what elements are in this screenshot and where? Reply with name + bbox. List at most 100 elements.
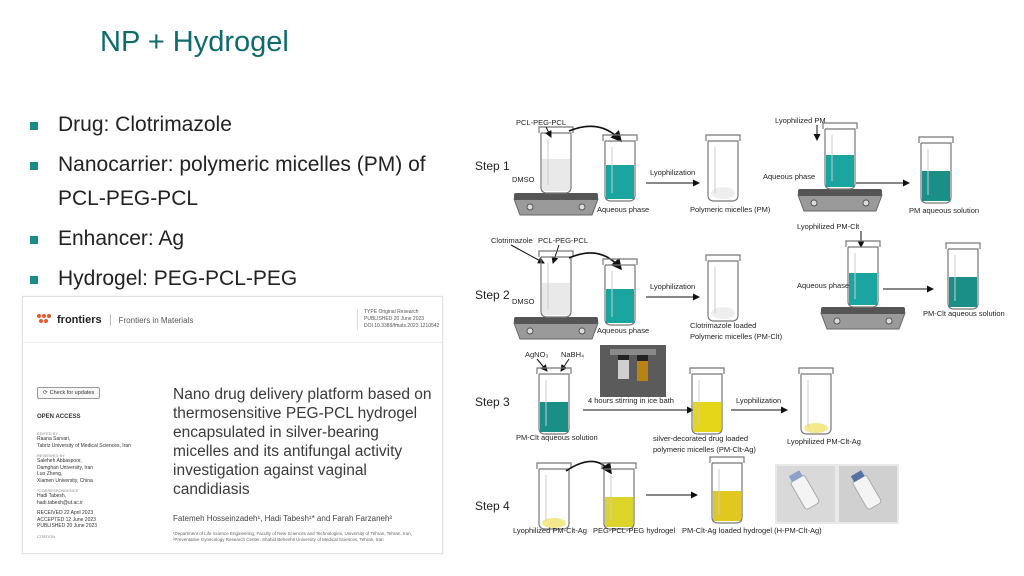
step-4-label: Step 4 <box>475 499 510 513</box>
sidebar-value: Saleheh Abbaspoor, <box>37 458 82 464</box>
check-updates-label: Check for updates <box>49 390 95 396</box>
step-1-stirrer-beaker <box>513 126 599 216</box>
label-pm-clt-aqueous: PM-Clt aqueous solution <box>923 309 1005 318</box>
label-stirring: 4 hours stirring in ice bath <box>588 396 674 405</box>
label-dmso: DMSO <box>512 175 535 184</box>
meta-doi: DOI 10.3389/fmats.2023.1210542 <box>364 323 440 329</box>
label-dmso-2: DMSO <box>512 297 535 306</box>
bullet-marker <box>30 122 38 130</box>
bullet-text: Nanocarrier: polymeric micelles (PM) of … <box>58 153 426 210</box>
step-3-lyophilized-vial <box>798 367 834 435</box>
step-1-pm-vial <box>705 134 741 202</box>
label-lyophilized-pm-clt-ag: Lyophilized PM-Clt-Ag <box>787 437 861 446</box>
sidebar-value: Damghan University, Iran <box>37 464 94 471</box>
bullet-hydrogel: Hydrogel: PEG-PCL-PEG <box>28 262 458 296</box>
step-3-pm-clt-beaker <box>536 367 572 435</box>
label-silver-2: polymeric micelles (PM-Clt-Ag) <box>653 445 756 454</box>
bullet-text: Drug: Clotrimazole <box>58 113 232 136</box>
frontiers-logo-icon <box>37 314 51 326</box>
sidebar-value: ACCEPTED 12 June 2023 <box>37 516 96 523</box>
bullet-text: Enhancer: Ag <box>58 227 185 250</box>
step-4-photos <box>775 464 899 524</box>
label-clt-loaded-2: Polymeric micelles (PM-Clt) <box>690 332 783 341</box>
bullet-drug: Drug: Clotrimazole <box>28 108 458 142</box>
sidebar-label: *CORRESPONDENCE <box>37 488 79 493</box>
open-access-label: OPEN ACCESS <box>37 414 81 420</box>
label-aqueous-phase-2: Aqueous phase <box>763 172 815 181</box>
paper-sidebar: EDITED BY Raana Sarvari, Tabriz Universi… <box>37 427 162 539</box>
slide-title: NP + Hydrogel <box>100 26 289 58</box>
bullet-nanocarrier: Nanocarrier: polymeric micelles (PM) of … <box>28 148 458 216</box>
label-agno3: AgNO₃ <box>525 350 548 359</box>
divider <box>109 314 111 326</box>
sidebar-value: PUBLISHED 20 June 2023 <box>37 523 98 529</box>
step-4-hydrogel-beaker <box>601 462 637 530</box>
label-nabh4: NaBH₄ <box>561 350 584 359</box>
label-silver-1: silver-decorated drug loaded <box>653 434 748 443</box>
label-aqueous-phase: Aqueous phase <box>597 205 649 214</box>
sidebar-value: Xiamen University, China <box>37 477 93 484</box>
step-3-photo <box>600 345 666 397</box>
bullet-marker <box>30 236 38 244</box>
step-2-label: Step 2 <box>475 288 510 302</box>
sidebar-value: Hadi Tabesh, <box>37 493 67 499</box>
sidebar-label: EDITED BY <box>37 431 59 436</box>
label-loaded-hydrogel: PM-Clt-Ag loaded hydrogel (H-PM-Clt-Ag) <box>682 526 822 535</box>
sidebar-value: Tabriz University of Medical Sciences, I… <box>37 442 131 449</box>
meta-type: TYPE Original Research <box>364 309 419 315</box>
sidebar-value: RECEIVED 22 April 2023 <box>37 510 94 516</box>
bullet-list: Drug: Clotrimazole Nanocarrier: polymeri… <box>28 108 458 302</box>
step-2-pm-clt-solution-beaker <box>945 242 981 310</box>
article-meta: TYPE Original Research PUBLISHED 20 June… <box>357 309 441 330</box>
label-pcl-peg-pcl-2: PCL-PEG-PCL <box>538 236 588 245</box>
brand-name: frontiers <box>57 314 102 326</box>
synthesis-scheme: Step 1 Step 2 Step 3 Step 4 PCL-PEG-PCL … <box>471 113 1012 541</box>
sidebar-value[interactable]: hadi.tabesh@ut.ac.ir <box>37 499 83 506</box>
sidebar-value: Raana Sarvari, <box>37 436 71 442</box>
refresh-icon: ⟳ <box>43 390 48 396</box>
paper-title: Nano drug delivery platform based on the… <box>173 386 432 498</box>
label-pcl-peg-pcl: PCL-PEG-PCL <box>516 118 566 127</box>
label-lyophilization-3: Lyophilization <box>736 396 781 405</box>
step-3-label: Step 3 <box>475 395 510 409</box>
meta-published: PUBLISHED 20 June 2023 <box>364 316 425 322</box>
label-lyophilized-pm-clt: Lyophilized PM-Clt <box>797 222 860 231</box>
paper-header: frontiers Frontiers in Materials TYPE Or… <box>23 297 442 343</box>
step-2-aqueous-beaker <box>602 258 638 326</box>
paper-authors: Fatemeh Hosseinzadeh¹, Hadi Tabesh¹* and… <box>173 514 393 523</box>
label-pm-clt-aqueous-s3: PM-Clt aqueous solution <box>516 433 598 442</box>
label-pm-aqueous-solution: PM aqueous solution <box>909 206 979 215</box>
paper-affiliations: ¹Department of Life Science Engineering,… <box>173 531 412 542</box>
frontiers-logo: frontiers Frontiers in Materials <box>37 314 193 326</box>
step-2-stirrer-beaker <box>513 250 599 340</box>
step-3-silver-beaker <box>689 367 725 435</box>
paper-screenshot: frontiers Frontiers in Materials TYPE Or… <box>22 296 443 554</box>
step-1-pm-stirrer <box>797 122 883 212</box>
bullet-marker <box>30 162 38 170</box>
label-clt-loaded-1: Clotrimazole loaded <box>690 321 756 330</box>
sidebar-label: REVIEWED BY <box>37 453 65 458</box>
label-polymeric-micelles: Polymeric micelles (PM) <box>690 205 771 214</box>
bullet-marker <box>30 276 38 284</box>
bullet-enhancer: Enhancer: Ag <box>28 222 458 256</box>
label-clotrimazole: Clotrimazole <box>491 236 533 245</box>
label-lyophilized-pm: Lyophilized PM <box>775 116 826 125</box>
bullet-text: Hydrogel: PEG-PCL-PEG <box>58 267 298 290</box>
step-1-label: Step 1 <box>475 159 510 173</box>
step-1-aqueous-beaker <box>602 134 638 202</box>
step-1-pm-solution-beaker <box>918 136 954 204</box>
step-2-pm-stirrer <box>820 240 906 330</box>
journal-name: Frontiers in Materials <box>118 315 194 325</box>
label-aqueous-phase-4: Aqueous phase <box>797 281 849 290</box>
label-lyophilization-1: Lyophilization <box>650 168 695 177</box>
label-aqueous-phase-3: Aqueous phase <box>597 326 649 335</box>
step-2-pm-clt-vial <box>705 254 741 322</box>
sidebar-value: Luo Zheng, <box>37 471 63 477</box>
sidebar-label: CITATION <box>37 533 56 539</box>
step-4-loaded-hydrogel-beaker <box>709 456 745 524</box>
step-4-lyophilized-beaker <box>536 462 572 530</box>
label-hydrogel: PEG-PCL-PEG hydrogel <box>593 526 675 535</box>
label-lyophilization-2: Lyophilization <box>650 282 695 291</box>
check-for-updates-button[interactable]: ⟳ Check for updates <box>37 387 101 399</box>
label-lyophilized-pm-clt-ag-s4: Lyophilized PM-Clt-Ag <box>513 526 587 535</box>
